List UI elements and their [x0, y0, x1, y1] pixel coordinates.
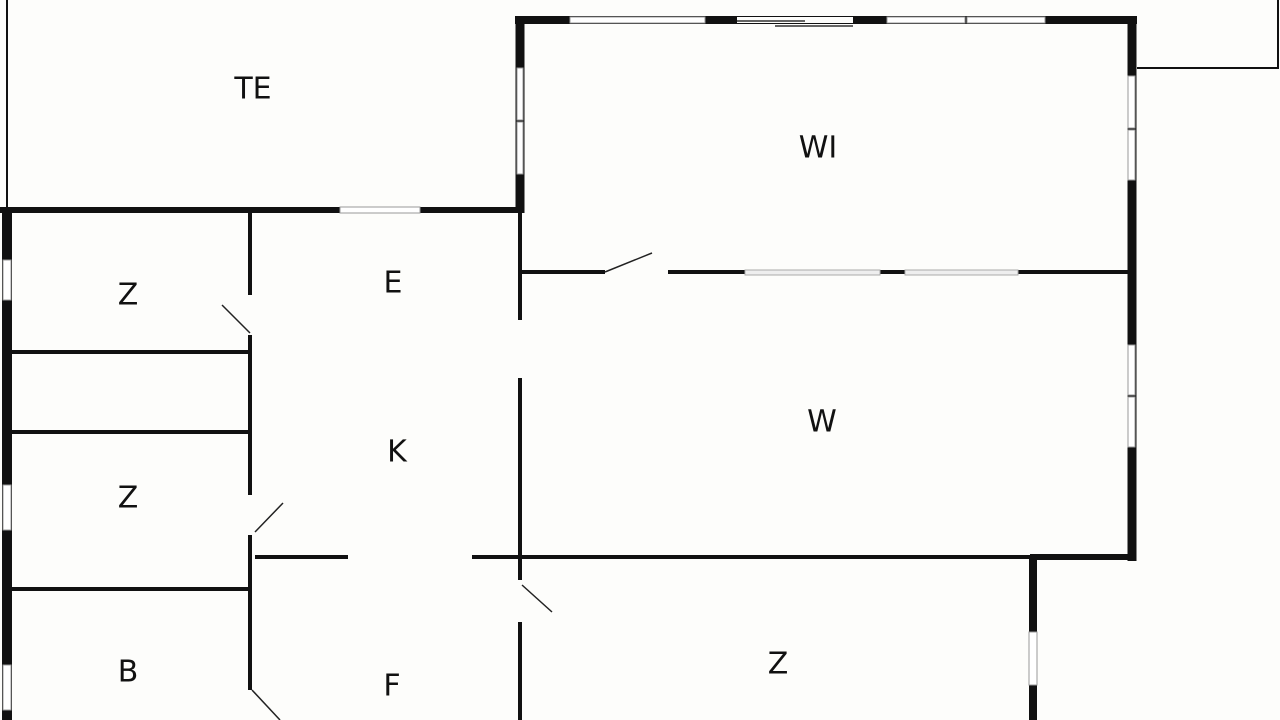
exterior-walls [0, 16, 1137, 720]
sliding-door [737, 20, 853, 27]
thin-outlines [6, 0, 1279, 210]
interior-walls [10, 210, 1130, 720]
door-leaves [221, 252, 653, 720]
windows [2, 16, 1136, 711]
interior-windows [744, 269, 1019, 276]
room-label-b: B [118, 655, 139, 690]
room-label-te: TE [233, 72, 271, 107]
room-label-z2: Z [118, 481, 139, 516]
room-label-e: E [384, 266, 403, 301]
room-labels: TE WI E Z K W Z B F Z [118, 72, 838, 704]
room-label-z3: Z [768, 647, 789, 682]
room-label-wi: WI [799, 131, 838, 166]
room-label-f: F [383, 669, 400, 704]
room-label-z1: Z [118, 278, 139, 313]
room-label-k: K [387, 435, 408, 470]
room-label-w: W [807, 405, 837, 440]
